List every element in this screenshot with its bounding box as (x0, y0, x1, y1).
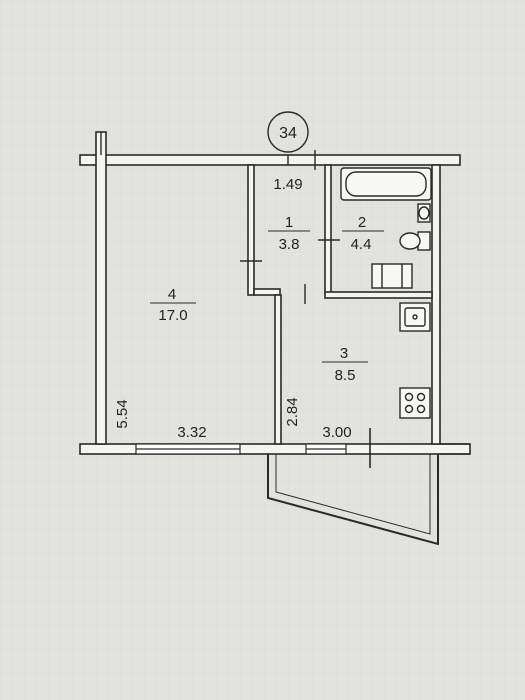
stove-burner-4 (416, 404, 426, 414)
room4-width-label: 3.32 (177, 424, 206, 441)
balcony-outline (267, 454, 439, 546)
room-3-area: 8.5 (335, 367, 356, 384)
windows (135, 443, 347, 455)
partition-corridor-bottom (253, 288, 281, 296)
room-1-area: 3.8 (279, 236, 300, 253)
stove-burner-2 (416, 392, 426, 402)
kitchen-fixtures (399, 302, 431, 419)
door-marks (240, 150, 340, 304)
kitchen-sink-drain (412, 314, 418, 320)
apartment-number: 34 (279, 125, 297, 142)
corridor-width-label: 1.49 (273, 176, 302, 193)
partition-corridor-bath (324, 164, 332, 294)
partition-room4-corridor (247, 164, 255, 296)
balcony-inner (275, 454, 431, 535)
bathroom-fixtures (340, 167, 432, 289)
partition-room4-kitchen (274, 294, 282, 445)
room-4-number: 4 (168, 286, 176, 303)
balcony (267, 454, 439, 546)
top-wall (79, 154, 461, 166)
kitchen-width-label: 3.00 (322, 424, 351, 441)
room-2-number: 2 (358, 214, 366, 231)
right-wall (431, 164, 441, 445)
left-wall (95, 131, 107, 445)
stove-burner-1 (404, 392, 414, 402)
kitchen-height-label: 2.84 (284, 397, 301, 426)
bathtub-basin (345, 171, 427, 197)
stove (399, 387, 431, 419)
room-1-number: 1 (285, 214, 293, 231)
toilet-bowl (399, 232, 421, 250)
sink-bowl (418, 206, 430, 220)
walls (79, 131, 471, 455)
room4-height-label: 5.54 (114, 399, 131, 428)
room-3-number: 3 (340, 345, 348, 362)
room-2-area: 4.4 (351, 236, 372, 253)
stove-burner-3 (404, 404, 414, 414)
partition-bath-kitchen (324, 291, 433, 299)
washing-machine (371, 263, 413, 289)
apartment-number-circle (267, 111, 309, 153)
room-4-area: 17.0 (158, 307, 187, 324)
